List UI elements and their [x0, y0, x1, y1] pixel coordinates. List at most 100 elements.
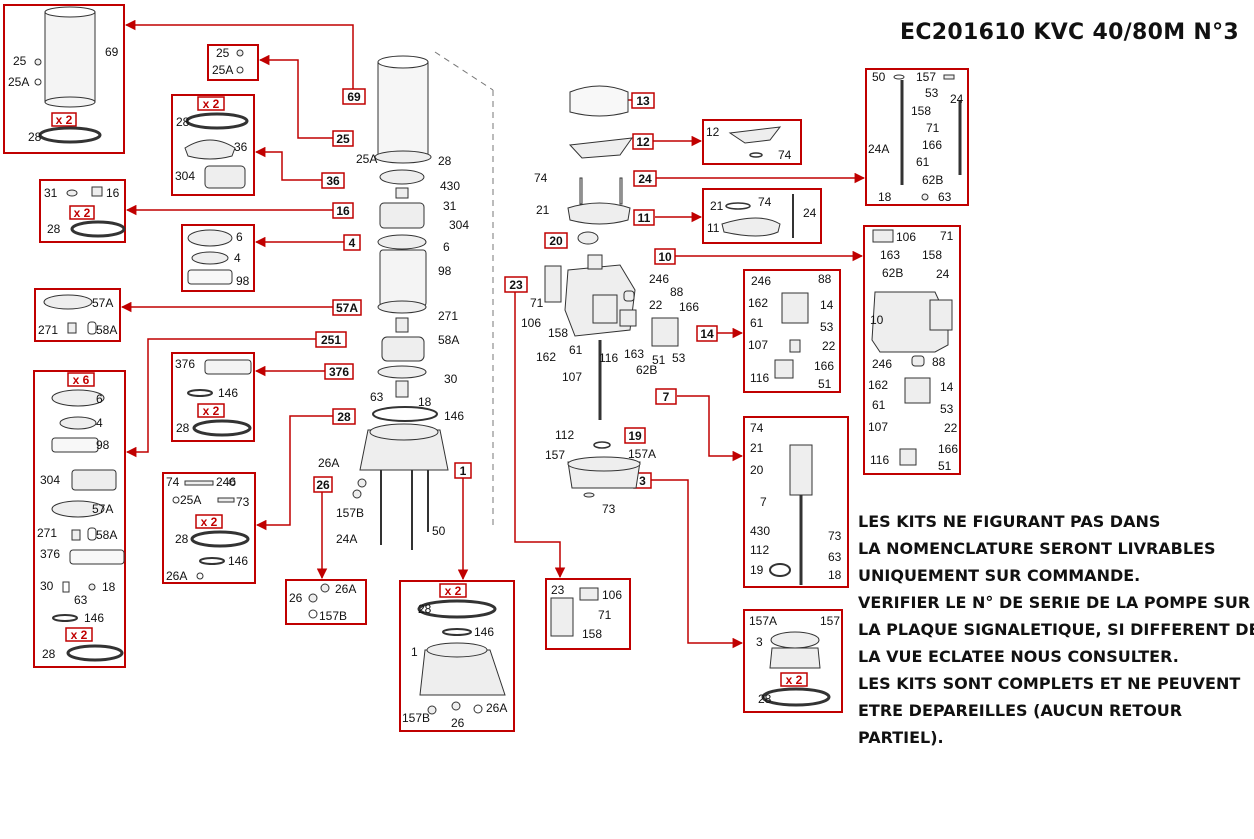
part-number-label: 73 [236, 495, 250, 509]
part-number-label: 157 [545, 448, 565, 462]
part-number-label: 271 [38, 323, 58, 337]
kit-box-10 [863, 225, 961, 475]
part-number-label: 71 [598, 608, 612, 622]
kit-tag-10: 10 [654, 248, 676, 265]
part-number-label: 74 [758, 195, 772, 209]
kit-box-28 [162, 472, 256, 584]
part-number-label: 28 [28, 130, 42, 144]
quantity-badge: x 2 [195, 514, 223, 529]
part-number-label: 116 [750, 371, 769, 385]
part-number-label: 157 [820, 614, 840, 628]
part-number-label: 98 [438, 264, 452, 278]
part-number-label: 430 [750, 524, 770, 538]
part-number-label: 166 [922, 138, 942, 152]
page-title: EC201610 KVC 40/80M N°3 [900, 20, 1239, 45]
part-number-label: 11 [707, 221, 720, 235]
quantity-badge-label: x 2 [786, 673, 803, 687]
part-number-label: 146 [444, 409, 464, 423]
part-number-label: 50 [432, 524, 446, 538]
part-number-label: 16 [106, 186, 120, 200]
kit-tag-label: 14 [700, 327, 714, 341]
part-number-label: 22 [822, 339, 836, 353]
part-number-label: 21 [750, 441, 764, 455]
kit-tag-24: 24 [633, 170, 657, 187]
part-number-label: 57A [92, 502, 113, 516]
part-number-label: 50 [872, 70, 886, 84]
kit-tag-4: 4 [343, 234, 361, 251]
part-number-label: 21 [710, 199, 724, 213]
kit-tag-23: 23 [504, 276, 528, 293]
kit-tag-label: 12 [636, 135, 650, 149]
part-number-label: 376 [40, 547, 60, 561]
kit-box-1 [399, 580, 515, 732]
part-number-label: 31 [443, 199, 457, 213]
part-number-label: 3 [756, 635, 763, 649]
part-number-label: 58A [438, 333, 459, 347]
part-number-label: 53 [672, 351, 686, 365]
part-number-label: 51 [818, 377, 832, 391]
part-number-label: 24 [936, 267, 950, 281]
part-number-label: 98 [236, 274, 250, 288]
note-line: VERIFIER LE N° DE SERIE DE LA POMPE SUR [858, 593, 1251, 612]
part-number-label: 157 [916, 70, 936, 84]
part-number-label: 74 [534, 171, 548, 185]
part-number-label: 4 [234, 251, 241, 265]
note-line: LES KITS SONT COMPLETS ET NE PEUVENT [858, 674, 1241, 693]
part-number-label: 25 [13, 54, 27, 68]
part-number-label: 30 [444, 372, 458, 386]
part-number-label: 246 [216, 475, 236, 489]
quantity-badge-label: x 6 [73, 373, 90, 387]
note-line: PARTIEL). [858, 728, 944, 747]
part-number-label: 106 [602, 588, 622, 602]
quantity-badge: x 2 [197, 96, 225, 111]
part-number-label: 107 [748, 338, 768, 352]
part-number-label: 112 [555, 428, 574, 442]
kit-tag-label: 26 [316, 478, 330, 492]
part-number-label: 63 [938, 190, 952, 204]
part-number-label: 25 [216, 46, 230, 60]
part-number-label: 158 [922, 248, 942, 262]
part-number-label: 73 [602, 502, 616, 516]
part-number-label: 25A [180, 493, 201, 507]
part-number-label: 7 [760, 495, 767, 509]
quantity-badge-label: x 2 [445, 584, 462, 598]
kit-tag-label: 376 [329, 365, 349, 379]
part-number-label: 146 [218, 386, 238, 400]
part-number-label: 58A [96, 323, 117, 337]
kit-tag-label: 7 [663, 390, 670, 404]
part-number-label: 157B [319, 609, 347, 623]
note-line: LA VUE ECLATEE NOUS CONSULTER. [858, 647, 1179, 666]
part-number-label: 28 [42, 647, 56, 661]
kit-box-25 [207, 44, 259, 81]
kit-tag-16: 16 [332, 202, 354, 219]
part-number-label: 74 [166, 475, 180, 489]
part-number-label: 157B [336, 506, 364, 520]
quantity-badge: x 2 [780, 672, 808, 687]
part-number-label: 88 [932, 355, 946, 369]
note-line: UNIQUEMENT SUR COMMANDE. [858, 566, 1141, 585]
part-number-label: 6 [236, 230, 243, 244]
part-number-label: 57A [92, 296, 113, 310]
kit-tag-36: 36 [321, 172, 345, 189]
part-number-label: 62B [922, 173, 943, 187]
kit-tag-14: 14 [696, 325, 718, 342]
part-number-label: 26A [166, 569, 187, 583]
kit-tag-25: 25 [332, 130, 354, 147]
quantity-badge: x 2 [65, 627, 93, 642]
quantity-badge-label: x 2 [74, 206, 91, 220]
part-number-label: 271 [37, 526, 57, 540]
part-number-label: 146 [84, 611, 104, 625]
part-number-label: 106 [521, 316, 541, 330]
part-number-label: 158 [548, 326, 568, 340]
kit-tag-label: 13 [636, 94, 650, 108]
part-number-label: 25A [356, 152, 377, 166]
kit-tag-376: 376 [324, 363, 354, 380]
part-number-label: 63 [828, 550, 842, 564]
part-number-label: 163 [880, 248, 900, 262]
part-number-label: 246 [649, 272, 669, 286]
part-number-label: 88 [670, 285, 684, 299]
part-number-label: 22 [944, 421, 958, 435]
part-number-label: 25A [8, 75, 29, 89]
quantity-badge-label: x 2 [203, 97, 220, 111]
kit-box-16 [39, 179, 126, 243]
